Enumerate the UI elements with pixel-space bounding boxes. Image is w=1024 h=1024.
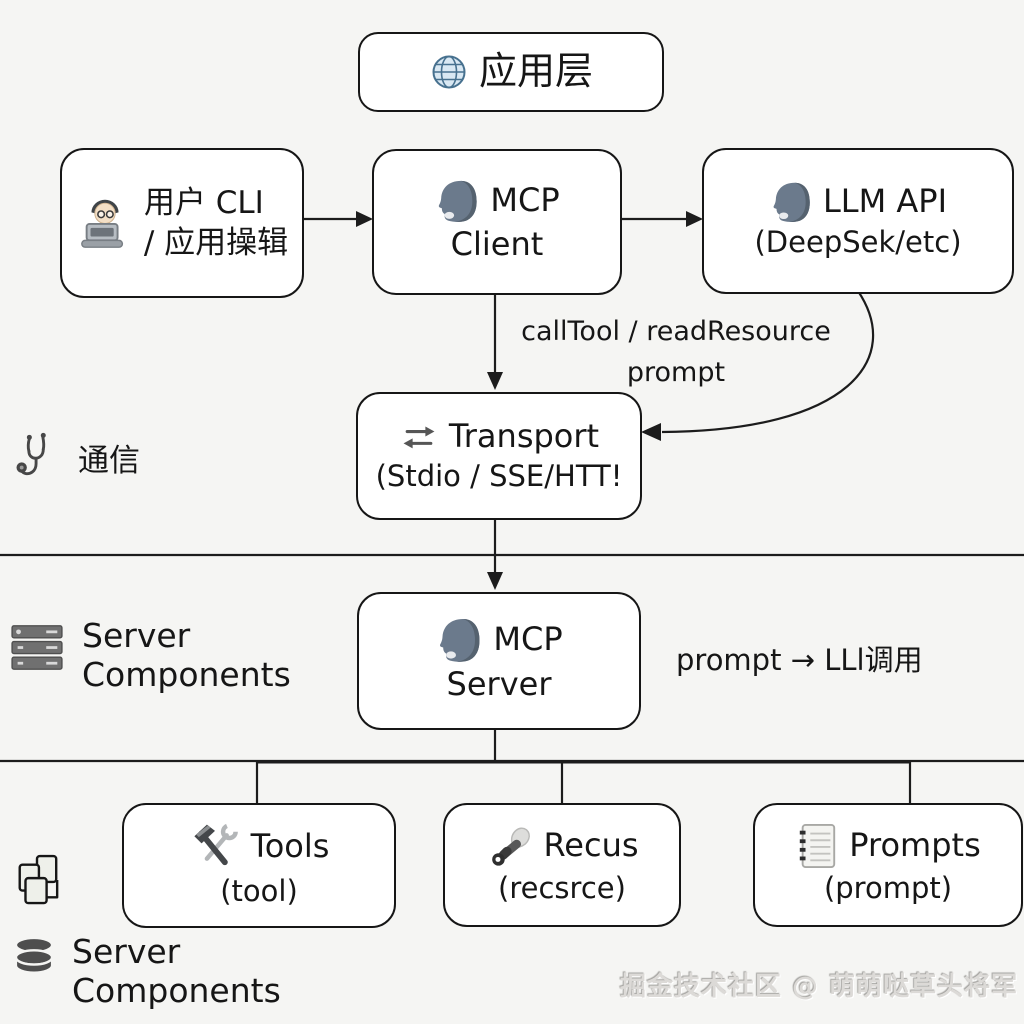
database-icon <box>12 936 56 976</box>
transport-line1: Transport <box>448 417 600 456</box>
edge-label-client-transport: callTool / readResource prompt <box>498 312 854 393</box>
head-icon <box>434 178 480 224</box>
transport-line2: (Stdio / SSE/HTT! <box>375 458 623 493</box>
node-tools: Tools (tool) <box>122 803 396 928</box>
node-prompts: Prompts (prompt) <box>753 803 1023 927</box>
server-components-mid-line1: Server <box>82 616 191 655</box>
edge-label-line2: prompt <box>626 356 726 388</box>
arrowhead-into-transport-right <box>641 423 661 441</box>
server-components-mid-line2: Components <box>82 655 291 694</box>
communication-label: 通信 <box>78 442 140 479</box>
watermark: 掘金技术社区 @ 萌萌哒草头将军 <box>620 972 1019 1002</box>
arrowhead-into-transport-top <box>487 372 503 390</box>
node-resources: Recus (recsrce) <box>443 803 681 927</box>
node-mcp-client: MCP Client <box>372 149 622 295</box>
paintbrush-icon <box>485 822 533 870</box>
label-server-components-bottom: Server Components <box>12 932 281 1010</box>
prompts-line2: (prompt) <box>823 871 953 906</box>
node-transport: Transport (Stdio / SSE/HTT! <box>356 392 642 520</box>
prompts-line1: Prompts <box>849 826 981 865</box>
resources-line2: (recsrce) <box>498 871 626 906</box>
arrowhead-into-llm <box>686 211 703 227</box>
user-cli-line2: / 应用操辑 <box>143 225 289 261</box>
app-layer-label: 应用层 <box>478 49 593 94</box>
mcp-server-line1: MCP <box>493 620 563 659</box>
mcp-server-line2: Server <box>446 665 552 704</box>
technologist-icon <box>76 194 134 252</box>
node-user-cli: 用户 CLI / 应用操辑 <box>60 148 304 298</box>
llm-api-line1: LLM API <box>822 182 948 221</box>
server-components-bottom-line2: Components <box>72 971 281 1010</box>
curve-llm-to-transport <box>661 290 875 434</box>
resources-line1: Recus <box>543 826 639 865</box>
hammer-wrench-icon <box>189 821 241 873</box>
server-components-bottom-line1: Server <box>72 932 181 971</box>
label-communication: 通信 <box>14 432 140 482</box>
node-mcp-server: MCP Server <box>357 592 641 730</box>
stacked-pages-icon <box>13 854 61 912</box>
user-cli-line1: 用户 CLI <box>143 184 264 221</box>
node-llm-api: LLM API (DeepSek/etc) <box>702 148 1014 294</box>
label-prompt-flow: prompt → LLl调用 <box>676 643 923 677</box>
mcp-client-line2: Client <box>450 225 544 264</box>
arrowhead-into-client <box>356 211 373 227</box>
head-icon <box>435 616 483 664</box>
stethoscope-icon <box>14 432 62 482</box>
mcp-client-line1: MCP <box>490 181 560 220</box>
left-right-arrows-icon <box>399 420 439 454</box>
llm-api-line2: (DeepSek/etc) <box>754 225 962 260</box>
server-rack-icon <box>10 624 64 672</box>
node-app-layer: 应用层 <box>358 32 664 112</box>
head-icon <box>769 180 813 224</box>
tools-line2: (tool) <box>220 873 298 908</box>
label-server-components-mid: Server Components <box>10 616 291 694</box>
arrowhead-into-server <box>487 572 503 590</box>
notepad-list-icon <box>795 822 839 870</box>
globe-icon <box>429 52 469 92</box>
tools-line1: Tools <box>250 826 330 865</box>
edge-label-line1: callTool / readResource <box>521 316 831 347</box>
